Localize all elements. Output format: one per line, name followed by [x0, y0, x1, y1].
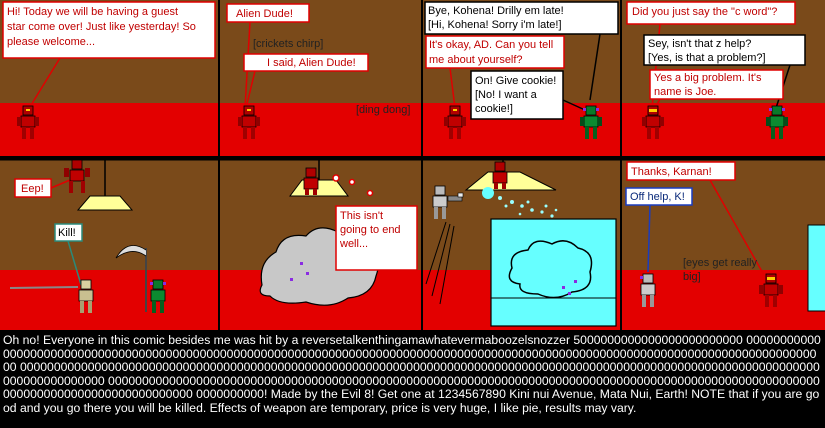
- green-robot-character: [766, 105, 788, 139]
- panel-2: Alien Dude! [crickets chirp] I said, Ali…: [226, 3, 410, 139]
- red-robot-character: [303, 167, 319, 195]
- speech-bubble: [243, 53, 369, 72]
- red-robot-character: [444, 105, 466, 139]
- panel-1: Hi! Today we will be having a guest star…: [2, 1, 216, 139]
- comic-strip: Hi! Today we will be having a guest star…: [0, 0, 825, 332]
- frozen-blob: [508, 240, 593, 299]
- bubble-text: star come over! Just like yesterday! So: [7, 21, 196, 33]
- green-robot-character: [150, 279, 166, 313]
- speech-bubble: [226, 3, 310, 23]
- bubble-text: Yes a big problem. It's: [654, 72, 762, 84]
- bubble-text: Bye, Kohena! Drilly em late!: [428, 5, 564, 17]
- bubble-text: going to end: [340, 224, 401, 236]
- red-robot-character: [17, 105, 39, 139]
- bubble-text: Alien Dude!: [236, 8, 293, 20]
- gray-robot-character: [640, 273, 656, 307]
- bubble-text: This isn't: [340, 210, 383, 222]
- bubble-text: Did you just say the "c word"?: [632, 6, 777, 18]
- bubble-text: cookie!]: [475, 103, 513, 115]
- sound-effect: [ding dong]: [356, 104, 410, 116]
- speech-bubble: [643, 34, 806, 66]
- bubble-text: Hi! Today we will be having a guest: [7, 6, 178, 18]
- bubble-text: name is Joe.: [654, 86, 716, 98]
- panel-8: Thanks, Karnan! Off help, K! [eyes get r…: [625, 161, 825, 312]
- red-robot-character: [642, 105, 664, 139]
- bubble-text: [No! I want a: [475, 89, 538, 101]
- bubble-text: On! Give cookie!: [475, 75, 556, 87]
- bubble-text: Sey, isn't that z help?: [648, 38, 751, 50]
- sound-effect: big]: [683, 271, 701, 283]
- speech-bubble: [425, 35, 565, 69]
- hanging-lamp: [76, 195, 134, 211]
- speech-bubble: [626, 1, 796, 25]
- bubble-text: I said, Alien Dude!: [267, 57, 356, 69]
- red-robot-character: [759, 273, 783, 307]
- speech-bubble: [649, 69, 784, 100]
- speech-bubble: [335, 205, 418, 271]
- sound-effect: [crickets chirp]: [253, 38, 323, 50]
- bubble-text: [Hi, Kohena! Sorry i'm late!]: [428, 19, 562, 31]
- spear: [9, 286, 79, 289]
- red-robot-character: [64, 159, 90, 193]
- hanging-lamp: [464, 171, 557, 191]
- bubble-text: please welcome...: [7, 36, 95, 48]
- panel-7: [425, 160, 617, 327]
- bubble-text: well...: [339, 238, 368, 250]
- bubble-text: Eep!: [21, 183, 44, 195]
- caption-text: Oh no! Everyone in this comic besides me…: [3, 334, 821, 415]
- sound-effect: [eyes get really: [683, 257, 757, 269]
- speech-bubble: [2, 1, 216, 59]
- panel-3: Bye, Kohena! Drilly em late! [Hi, Kohena…: [424, 1, 619, 139]
- tan-robot-character: [78, 279, 94, 313]
- red-robot-character: [238, 105, 260, 139]
- panel-borders: [0, 159, 825, 332]
- bubble-text: It's okay, AD. Can you tell: [429, 39, 553, 51]
- red-robot-character: [492, 161, 508, 189]
- freeze-tank: [807, 224, 825, 312]
- speech-bubble: [626, 161, 736, 181]
- panel-5: Eep! Kill!: [9, 159, 166, 313]
- bubble-text: me about yourself?: [429, 54, 523, 66]
- bubble-text: Thanks, Karnan!: [631, 166, 712, 178]
- speech-bubble: [470, 70, 564, 120]
- panel-4: Did you just say the "c word"? Sey, isn'…: [626, 1, 806, 139]
- panel-6: This isn't going to end well...: [259, 160, 418, 306]
- bubble-text: [Yes, is that a problem?]: [648, 52, 766, 64]
- green-robot-character: [580, 105, 602, 139]
- speech-bubble: [424, 1, 619, 35]
- speech-bubble: [625, 187, 693, 206]
- bubble-text: Kill!: [58, 227, 76, 239]
- bubble-text: Off help, K!: [630, 191, 685, 203]
- gray-robot-with-ray-gun: [432, 185, 464, 219]
- scythe: [115, 245, 147, 312]
